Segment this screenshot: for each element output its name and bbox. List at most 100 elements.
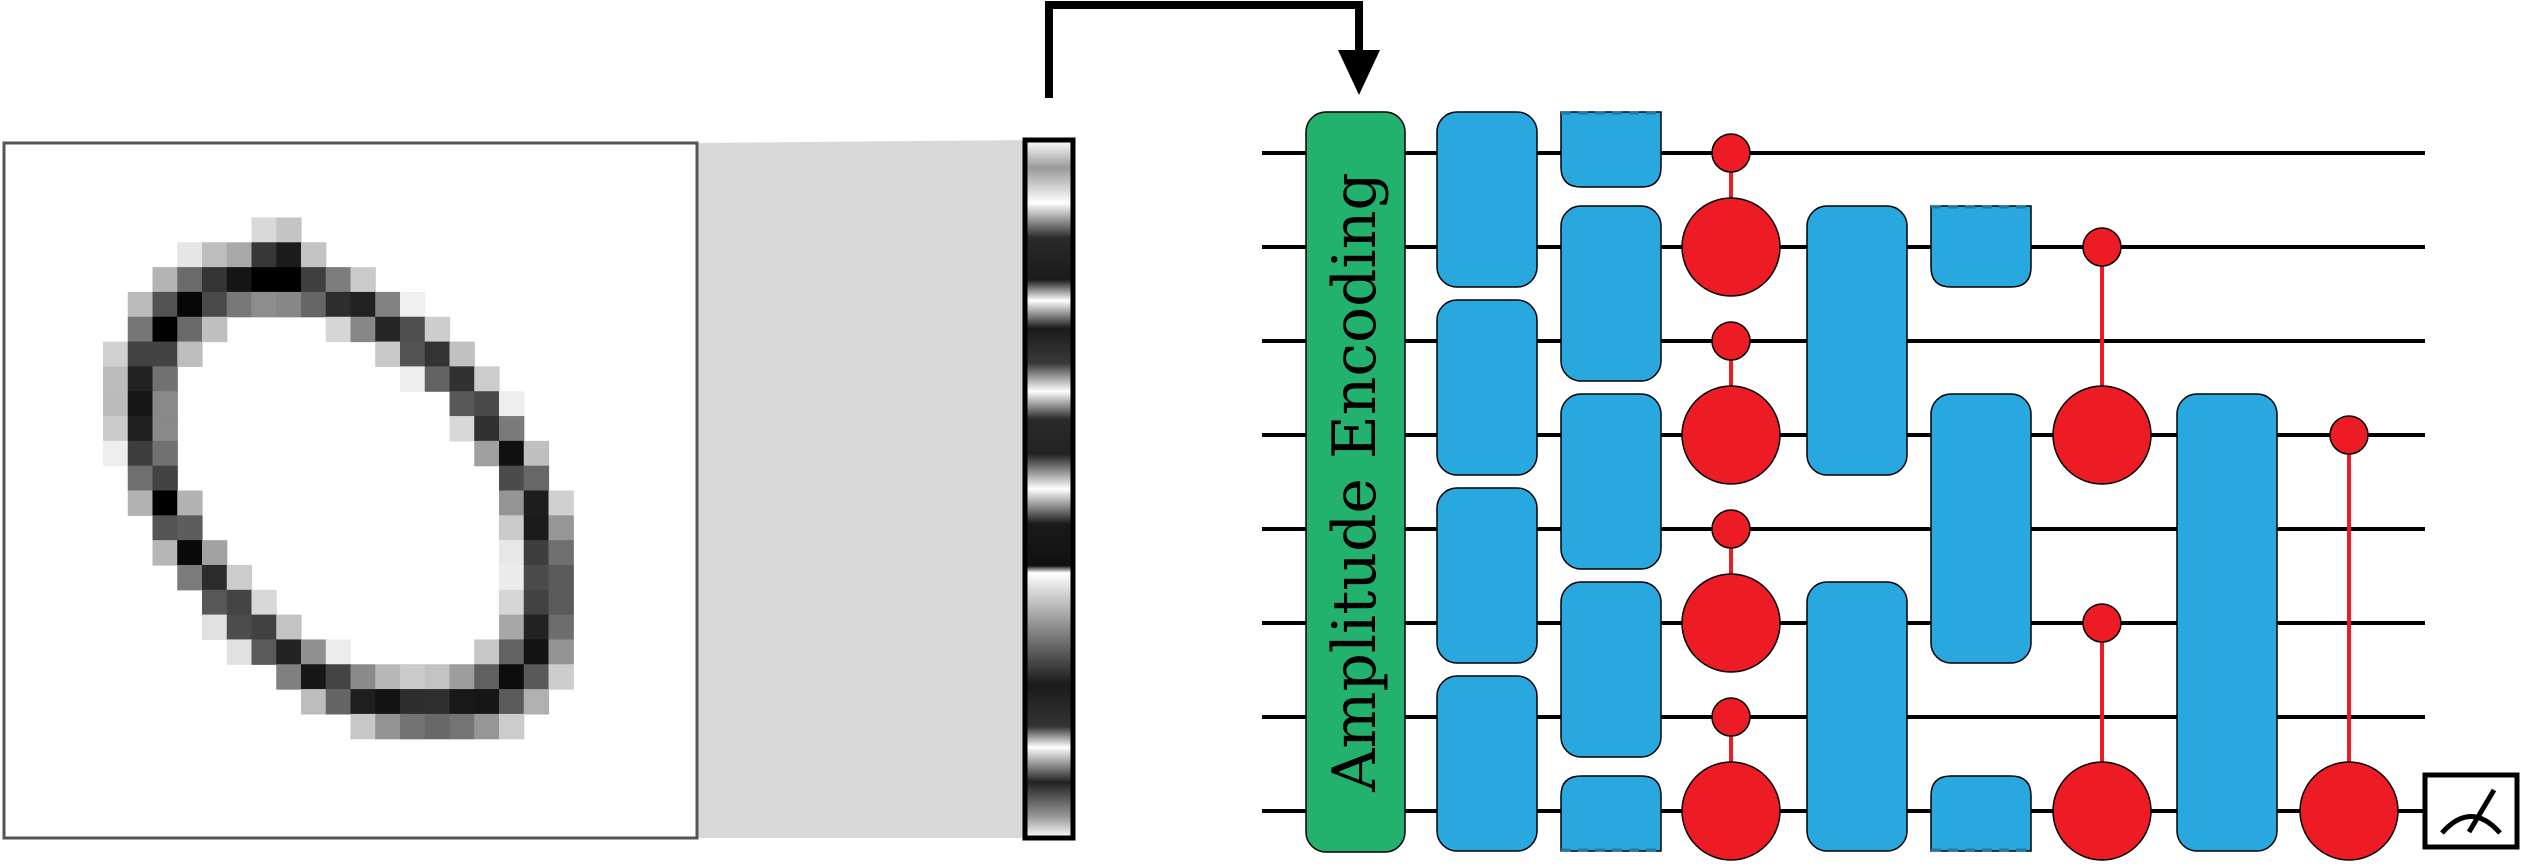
digit-pixel xyxy=(474,664,500,690)
pooling-layer-3 xyxy=(2299,415,2399,861)
conv-layer-3 xyxy=(1806,205,1908,852)
digit-pixel xyxy=(474,416,500,442)
digit-pixel xyxy=(424,341,451,367)
digit-pixel xyxy=(499,564,525,591)
digit-pixel xyxy=(400,713,426,740)
digit-pixel xyxy=(499,391,525,417)
digit-pixel xyxy=(301,242,327,268)
digit-pixel xyxy=(523,490,550,516)
digit-pixel xyxy=(152,416,178,442)
digit-pixel xyxy=(127,416,154,442)
conv-layer-1 xyxy=(1436,111,1538,852)
digit-pixel xyxy=(523,540,550,566)
amplitude-vector-strip xyxy=(1022,137,1076,841)
digit-pixel xyxy=(474,440,500,467)
digit-pixel xyxy=(523,589,550,616)
digit-pixel xyxy=(499,440,525,467)
digit-pixel xyxy=(548,614,574,641)
digit-pixel xyxy=(325,689,352,715)
pooling-target xyxy=(2052,385,2152,485)
digit-pixel xyxy=(251,614,277,641)
digit-pixel xyxy=(325,267,352,293)
digit-pixel xyxy=(103,391,129,417)
digit-pixel xyxy=(301,291,327,318)
digit-pixel xyxy=(103,341,129,367)
digit-pixel xyxy=(251,639,277,665)
digit-pixel xyxy=(177,515,203,541)
digit-pixel xyxy=(276,639,302,665)
digit-pixel xyxy=(548,664,574,690)
digit-pixel xyxy=(202,316,228,343)
digit-pixel xyxy=(301,664,327,690)
digit-pixel xyxy=(350,664,376,690)
digit-pixel xyxy=(548,564,574,591)
digit-pixel xyxy=(548,639,574,665)
conv-half-block-top xyxy=(1930,205,2032,288)
digit-pixel xyxy=(400,316,426,343)
digit-pixel xyxy=(152,366,178,392)
digit-pixel xyxy=(449,689,475,715)
control-dot xyxy=(2082,603,2122,643)
control-dot xyxy=(2082,227,2122,267)
digit-pixel xyxy=(523,440,550,467)
digit-pixel xyxy=(474,713,500,740)
control-dot xyxy=(1711,697,1751,737)
digit-pixel xyxy=(152,291,178,318)
digit-pixel xyxy=(177,540,203,566)
control-dot xyxy=(2329,415,2369,455)
digit-pixel xyxy=(523,465,550,492)
digit-pixel xyxy=(177,242,203,268)
digit-pixel xyxy=(202,564,228,591)
digit-pixel xyxy=(325,639,352,665)
digit-pixel xyxy=(375,291,401,318)
meter-arc xyxy=(2440,814,2502,835)
conv-half-block-top xyxy=(1560,111,1662,188)
digit-pixel xyxy=(276,267,302,293)
conv-layer-2 xyxy=(1560,111,1662,852)
digit-pixel xyxy=(350,291,376,318)
digit-pixel xyxy=(499,465,525,492)
zoom-shading xyxy=(697,140,1025,838)
digit-pixel xyxy=(449,341,475,367)
digit-pixel xyxy=(127,291,154,318)
digit-pixel xyxy=(499,664,525,690)
digit-pixel xyxy=(375,341,401,367)
digit-pixel xyxy=(499,515,525,541)
digit-pixel xyxy=(226,291,253,318)
digit-pixel xyxy=(226,589,253,616)
digit-pixel xyxy=(127,391,154,417)
digit-pixel xyxy=(548,589,574,616)
digit-pixel xyxy=(251,291,277,318)
pooling-target xyxy=(1681,761,1781,861)
conv-block xyxy=(1436,299,1538,476)
digit-pixel xyxy=(127,465,154,492)
digit-pixel xyxy=(375,664,401,690)
digit-pixel xyxy=(350,267,376,293)
digit-pixel xyxy=(523,564,550,591)
digit-pixel xyxy=(325,316,352,343)
digit-pixel xyxy=(152,465,178,492)
digit-pixel xyxy=(548,515,574,541)
meter-box xyxy=(2422,772,2520,850)
digit-pixel xyxy=(202,614,228,641)
control-dot xyxy=(1711,321,1751,361)
pooling-target xyxy=(1681,197,1781,297)
digit-pixel xyxy=(177,341,203,367)
digit-pixel xyxy=(202,291,228,318)
digit-pixel xyxy=(127,490,154,516)
digit-pixel xyxy=(301,689,327,715)
digit-pixel xyxy=(499,614,525,641)
digit-pixel xyxy=(226,564,253,591)
digit-pixel xyxy=(499,540,525,566)
digit-pixel xyxy=(375,316,401,343)
digit-pixel xyxy=(202,540,228,566)
digit-pixel xyxy=(152,440,178,467)
digit-pixel xyxy=(202,589,228,616)
digit-pixel xyxy=(350,689,376,715)
digit-pixel xyxy=(226,267,253,293)
digit-pixel xyxy=(177,291,203,318)
feed-bracket xyxy=(1045,1,1363,98)
digit-pixel xyxy=(474,391,500,417)
digit-pixel xyxy=(375,689,401,715)
